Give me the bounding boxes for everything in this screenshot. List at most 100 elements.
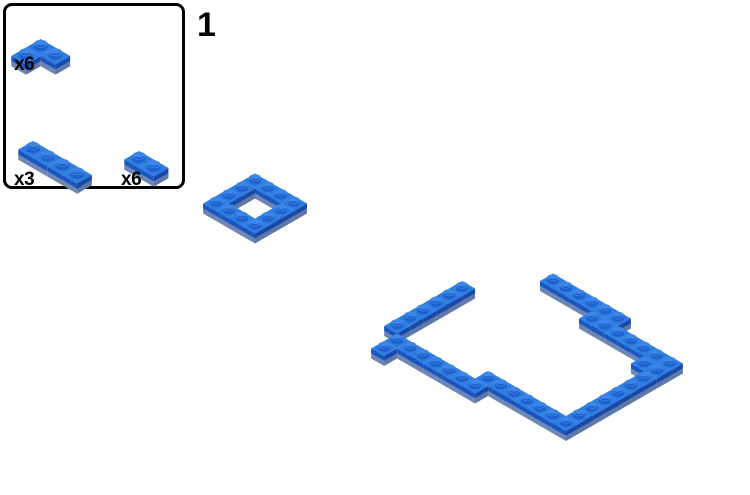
brick-right-wall <box>77 175 92 189</box>
brick-undershadow-front <box>578 323 592 336</box>
brick-front-wall <box>436 371 450 384</box>
brick-undershadow-front <box>18 154 33 169</box>
brick-right-wall <box>617 393 631 406</box>
brick-undershadow-front <box>397 353 411 366</box>
brick-right-wall <box>55 56 71 70</box>
brick-undershadow-right <box>462 293 476 306</box>
brick-front-wall <box>139 168 154 182</box>
plate-1x4-icon <box>18 141 92 194</box>
stud-shading <box>392 337 402 341</box>
brick-right-wall <box>643 378 657 391</box>
brick-undershadow-right <box>410 323 424 336</box>
stud-shading <box>379 345 389 348</box>
stud-shading <box>561 420 571 423</box>
stud-shading <box>522 397 532 401</box>
parts-bin: x6 x3 x6 <box>3 3 185 194</box>
brick-front-wall <box>578 318 592 331</box>
brick-corner-plate-2x2 <box>371 333 424 361</box>
stud-shading <box>574 292 584 296</box>
stud-shading <box>613 315 623 318</box>
brick-undershadow-right <box>656 376 670 389</box>
brick-undershadow-front <box>540 421 553 434</box>
brick-front-wall <box>501 393 515 406</box>
brick-undershadow-front <box>11 61 27 75</box>
brick-undershadow-right <box>630 391 644 404</box>
brick-undershadow-right <box>669 368 683 381</box>
brick-undershadow-front <box>565 301 579 314</box>
stud-shading <box>613 330 623 333</box>
brick-undershadow-front <box>488 391 502 404</box>
brick-undershadow-front <box>617 346 631 359</box>
brick-undershadow-right <box>423 316 437 329</box>
brick-undershadow-right <box>26 61 41 75</box>
stud-shading <box>613 390 623 393</box>
brick-right-wall <box>565 423 579 436</box>
stud-shading <box>57 162 68 166</box>
stud-shading <box>600 322 610 326</box>
stud-shading <box>133 155 145 159</box>
brick-front-wall <box>255 188 268 201</box>
stud-shading <box>483 375 493 378</box>
brick-front-wall <box>40 56 56 70</box>
quantity-label-plate-1x4: x3 <box>14 169 35 190</box>
brick-right-wall <box>669 363 683 376</box>
brick-undershadow-right <box>643 383 657 396</box>
brick-plate-1x2 <box>410 296 450 324</box>
brick-undershadow-right <box>55 61 71 75</box>
brick-undershadow-front <box>203 208 217 221</box>
brick-front-wall <box>229 218 243 231</box>
brick-right-wall <box>423 311 437 324</box>
brick-undershadow-front <box>436 376 450 389</box>
brick-right-wall <box>26 56 41 70</box>
quantity-label-plate-1x2: x6 <box>121 169 142 190</box>
stud-shading <box>71 171 83 175</box>
brick-undershadow-front <box>514 406 528 419</box>
stud-shading <box>561 285 571 288</box>
brick-undershadow-front <box>449 383 463 396</box>
brick-undershadow-right <box>384 353 398 366</box>
brick-right-wall <box>242 188 256 201</box>
stud-shading <box>418 307 428 311</box>
brick-front-wall <box>18 149 33 164</box>
stud-shading <box>496 382 506 386</box>
brick-undershadow-front <box>229 223 243 236</box>
stud-shading <box>665 360 675 363</box>
brick-undershadow-right <box>153 173 169 187</box>
brick-right-wall <box>604 401 618 414</box>
brick-front-wall <box>617 341 631 354</box>
quantity-label-corner-plate-2x2: x6 <box>14 54 35 75</box>
brick-undershadow-front <box>242 231 256 244</box>
brick-undershadow-front <box>604 338 618 351</box>
stud-shading <box>652 352 662 356</box>
stud-shading <box>574 412 584 416</box>
brick-undershadow-front <box>423 368 437 381</box>
brick-front-wall <box>423 363 437 376</box>
brick-right-wall <box>255 226 268 239</box>
brick-undershadow-front <box>216 216 230 229</box>
brick-shadow <box>552 421 592 441</box>
brick-right-wall <box>462 288 476 301</box>
stud-shading <box>224 192 234 196</box>
brick-undershadow-front <box>371 353 385 366</box>
stud-shading <box>587 300 597 303</box>
brick-undershadow-right <box>268 223 281 236</box>
stud-shading <box>405 345 415 348</box>
part-plate-1x2 <box>124 125 239 205</box>
brick-undershadow-front <box>591 331 605 344</box>
stud-shading <box>626 382 636 386</box>
stud-shading <box>211 200 221 203</box>
brick-undershadow-front <box>47 171 63 186</box>
stud-shading <box>27 145 39 149</box>
brick-undershadow-right <box>604 406 618 419</box>
stud-shading <box>263 215 273 218</box>
part-plate-1x4 <box>18 115 133 195</box>
brick-right-wall <box>449 296 463 309</box>
brick-front-wall <box>11 56 27 70</box>
brick-front-wall <box>462 386 476 399</box>
stud-shading <box>626 337 636 341</box>
brick-undershadow-right <box>591 413 605 426</box>
